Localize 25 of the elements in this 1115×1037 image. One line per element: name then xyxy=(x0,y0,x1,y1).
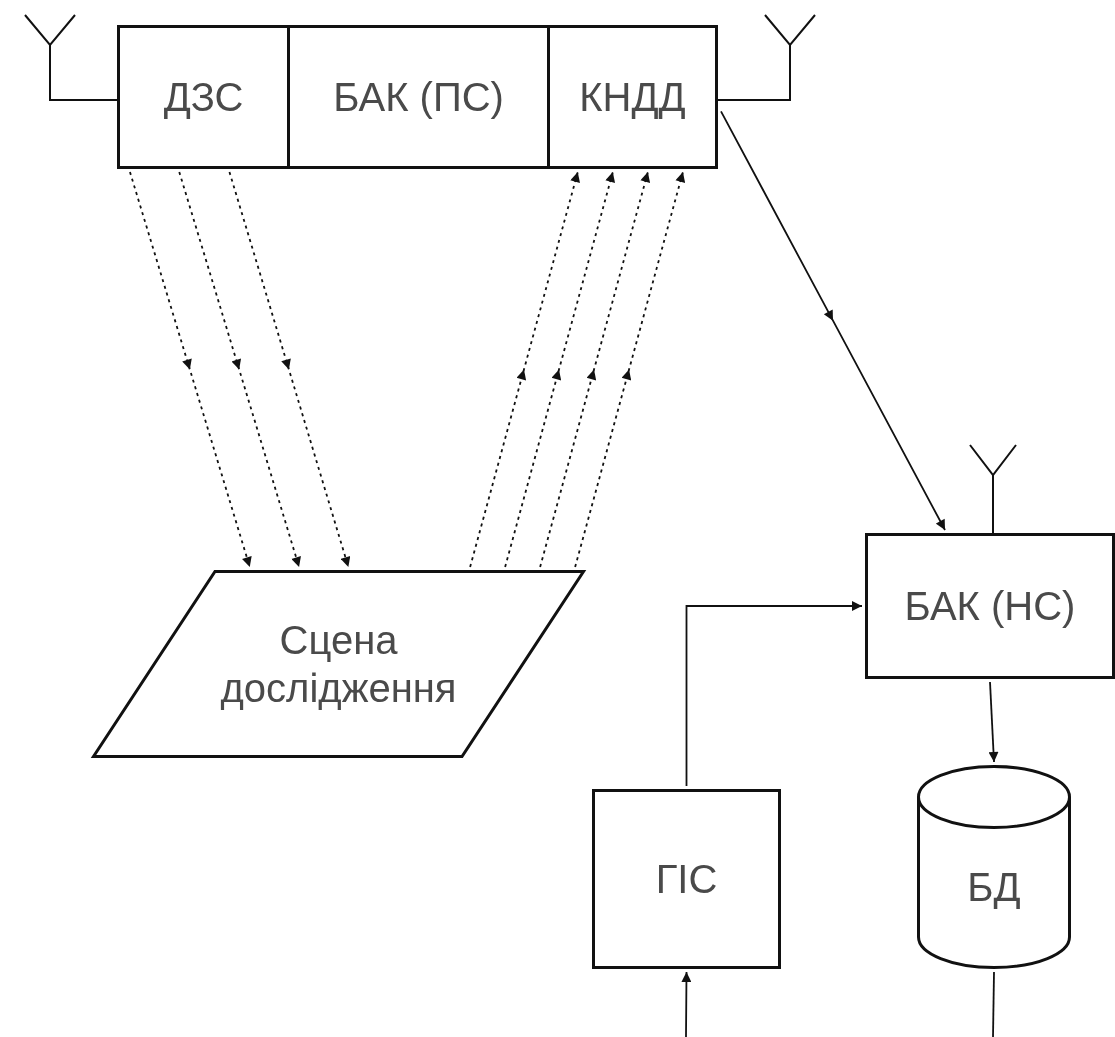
node-label: Сцена дослідження xyxy=(219,617,458,712)
arrow xyxy=(720,110,946,531)
database-cylinder xyxy=(917,765,1071,969)
node-label: ДЗС xyxy=(163,74,244,121)
node-label: ГІС xyxy=(655,856,718,903)
process-box xyxy=(287,25,550,169)
arrow xyxy=(685,601,863,787)
arrow xyxy=(539,171,650,568)
node-label: БД xyxy=(967,864,1021,911)
process-box xyxy=(592,789,781,969)
node-label: БАК (НС) xyxy=(904,583,1076,630)
arrow xyxy=(504,171,615,568)
scene-parallelogram xyxy=(92,570,585,758)
process-box xyxy=(117,25,290,169)
arrow xyxy=(988,681,999,763)
arrow xyxy=(469,171,580,568)
node-label: КНДД xyxy=(579,74,686,121)
arrow xyxy=(681,971,692,1037)
arrow xyxy=(178,171,301,568)
node-label: БАК (ПС) xyxy=(333,74,504,121)
process-box xyxy=(865,533,1115,679)
arrow xyxy=(228,171,350,568)
arrow xyxy=(129,171,252,568)
process-box xyxy=(547,25,718,169)
arrow xyxy=(574,171,685,568)
